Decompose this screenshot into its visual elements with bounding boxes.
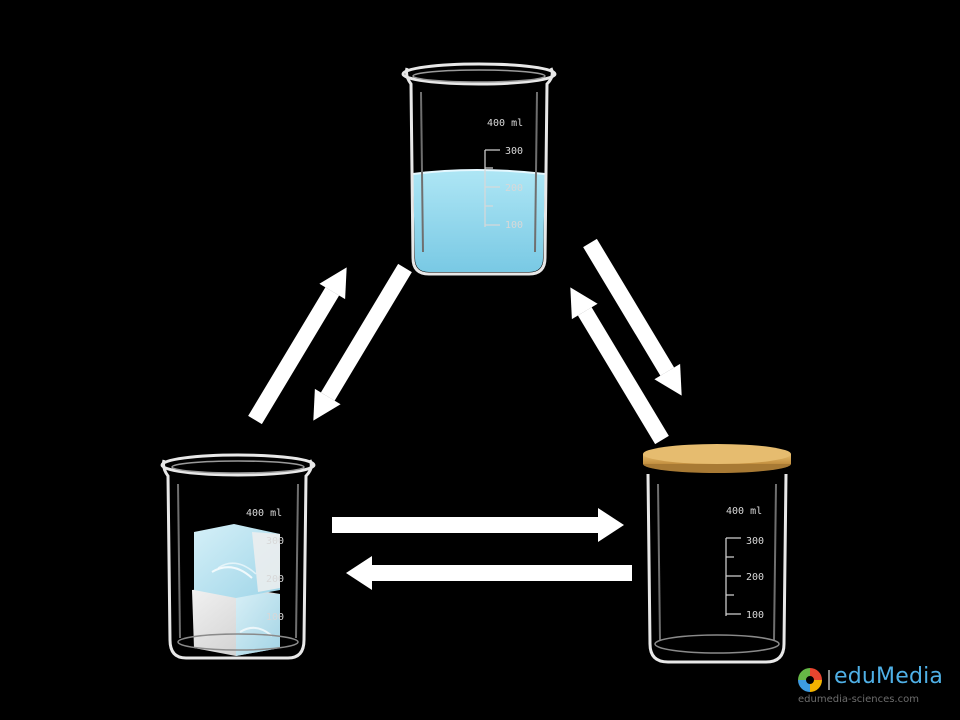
edumedia-logo-icon [798, 668, 822, 692]
scale-label-300: 300 [746, 536, 764, 547]
scale-label-400: 400 ml [487, 118, 523, 129]
scale-label-100: 100 [746, 610, 764, 621]
beaker-solid: 400 ml 300 200 100 [160, 453, 316, 660]
arrow-solid-to-gas [332, 508, 624, 542]
arrow-solid-to-liquid [248, 267, 347, 425]
scale-label-400: 400 ml [726, 506, 762, 517]
edumedia-logo: eduMedia edumedia-sciences.com [796, 664, 946, 712]
scale-label-300: 300 [505, 146, 523, 157]
scale-label-200: 200 [746, 572, 764, 583]
scale-label-100: 100 [505, 220, 523, 231]
arrow-liquid-to-solid [313, 263, 412, 421]
arrow-gas-to-liquid [570, 287, 669, 445]
scale-label-400: 400 ml [246, 508, 282, 519]
logo-separator [828, 670, 830, 690]
logo-name: eduMedia [834, 664, 944, 689]
logo-url: edumedia-sciences.com [798, 694, 919, 705]
arrow-liquid-to-gas [583, 238, 682, 396]
scale-label-300: 300 [266, 536, 284, 547]
scale-label-200: 200 [505, 183, 523, 194]
arrow-gas-to-solid [346, 556, 632, 590]
scale-label-200: 200 [266, 574, 284, 585]
scale-label-100: 100 [266, 612, 284, 623]
water-fill [413, 170, 545, 272]
beaker-gas: 400 ml 300 200 100 [643, 444, 791, 664]
ice-cubes [192, 524, 280, 656]
beaker-liquid: 400 ml 300 200 100 [401, 62, 557, 276]
lid [643, 444, 791, 473]
